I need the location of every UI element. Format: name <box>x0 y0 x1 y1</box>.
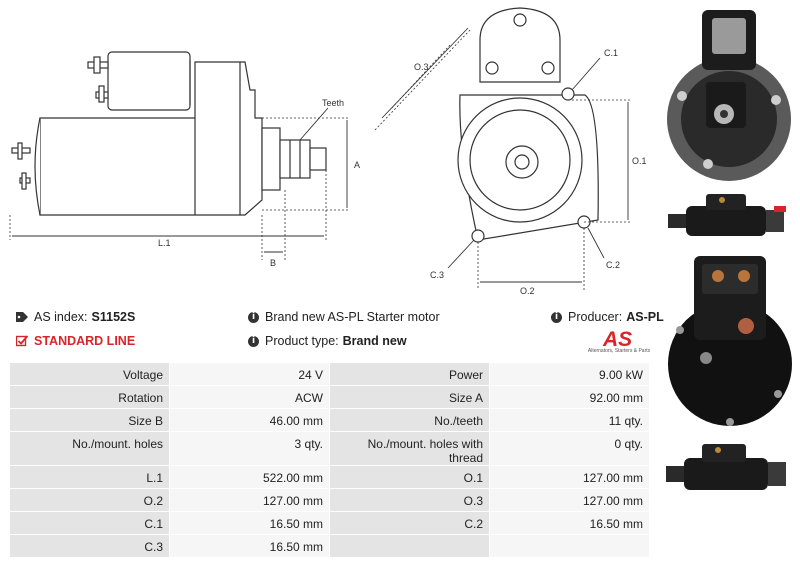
spec-label: O.3 <box>329 488 490 512</box>
spec-value: 16.50 mm <box>169 534 330 558</box>
description-line: i Brand new AS-PL Starter motor <box>248 310 440 324</box>
photo-side-view-1[interactable] <box>662 188 796 248</box>
spec-label: No./mount. holes <box>9 431 170 466</box>
as-index-value: S1152S <box>91 310 136 324</box>
standard-line-label: STANDARD LINE <box>34 334 136 348</box>
dim-l1-label: L.1 <box>158 238 171 248</box>
spec-value: 46.00 mm <box>169 408 330 432</box>
photo-side-view-2[interactable] <box>662 436 796 500</box>
as-pl-logo: AS Alternators, Starters & Parts <box>583 326 655 356</box>
description-text: Brand new AS-PL Starter motor <box>265 310 440 324</box>
producer-label: Producer: <box>568 310 623 324</box>
spec-label: No./mount. holes with thread <box>329 431 490 466</box>
spec-value: 24 V <box>169 362 330 386</box>
spec-value: 92.00 mm <box>489 385 650 409</box>
dim-c3-label: C.3 <box>430 270 444 280</box>
spec-value: 16.50 mm <box>489 511 650 535</box>
as-logo-mark: AS <box>602 328 632 348</box>
spec-value: 127.00 mm <box>489 488 650 512</box>
tag-icon <box>16 312 28 322</box>
teeth-label: Teeth <box>322 98 344 108</box>
product-type-value: Brand new <box>342 334 407 348</box>
spec-label: C.1 <box>9 511 170 535</box>
as-index-label: AS index: <box>34 310 88 324</box>
spec-value <box>489 534 650 558</box>
spec-label: Size A <box>329 385 490 409</box>
product-photos <box>660 0 800 569</box>
spec-label: L.1 <box>9 465 170 489</box>
info-icon: i <box>248 311 259 323</box>
photo-rear-view[interactable] <box>666 254 794 434</box>
dim-o3-label: O.3 <box>414 62 429 72</box>
front-view-drawing: C.1 O.1 C.2 O.2 C.3 O.3 <box>374 7 647 296</box>
info-icon: i <box>248 335 259 347</box>
logo-tagline: Alternators, Starters & Parts <box>587 348 651 354</box>
spec-value: 16.50 mm <box>169 511 330 535</box>
dim-o2-label: O.2 <box>520 286 535 296</box>
info-icon: i <box>551 311 562 323</box>
spec-label: Rotation <box>9 385 170 409</box>
as-index-line: AS index: S1152S <box>16 310 135 324</box>
product-type-label: Product type: <box>265 334 339 348</box>
dim-c2-label: C.2 <box>606 260 620 270</box>
producer-value: AS-PL <box>626 310 664 324</box>
dim-a-label: A <box>354 160 360 170</box>
standard-line: STANDARD LINE <box>16 334 135 348</box>
svg-text:AS: AS <box>602 328 632 348</box>
spec-label: Size B <box>9 408 170 432</box>
side-view-drawing: Teeth A B L.1 <box>9 51 360 268</box>
dim-c1-label: C.1 <box>604 48 618 58</box>
spec-value: 11 qty. <box>489 408 650 432</box>
spec-label: C.3 <box>9 534 170 558</box>
spec-value: 522.00 mm <box>169 465 330 489</box>
checkbox-icon <box>16 335 28 347</box>
spec-label: Voltage <box>9 362 170 386</box>
spec-label <box>329 534 490 558</box>
spec-label: No./teeth <box>329 408 490 432</box>
spec-label: O.2 <box>9 488 170 512</box>
spec-value: 3 qty. <box>169 431 330 466</box>
producer-line: i Producer: AS-PL <box>551 310 664 324</box>
dim-b-label: B <box>270 258 276 268</box>
spec-value: 127.00 mm <box>489 465 650 489</box>
spec-label: C.2 <box>329 511 490 535</box>
spec-value: ACW <box>169 385 330 409</box>
spec-value: 127.00 mm <box>169 488 330 512</box>
photo-front-view[interactable] <box>664 4 794 186</box>
product-type-line: i Product type: Brand new <box>248 334 407 348</box>
spec-label: O.1 <box>329 465 490 489</box>
spec-value: 9.00 kW <box>489 362 650 386</box>
spec-value: 0 qty. <box>489 431 650 466</box>
dim-o1-label: O.1 <box>632 156 647 166</box>
spec-label: Power <box>329 362 490 386</box>
